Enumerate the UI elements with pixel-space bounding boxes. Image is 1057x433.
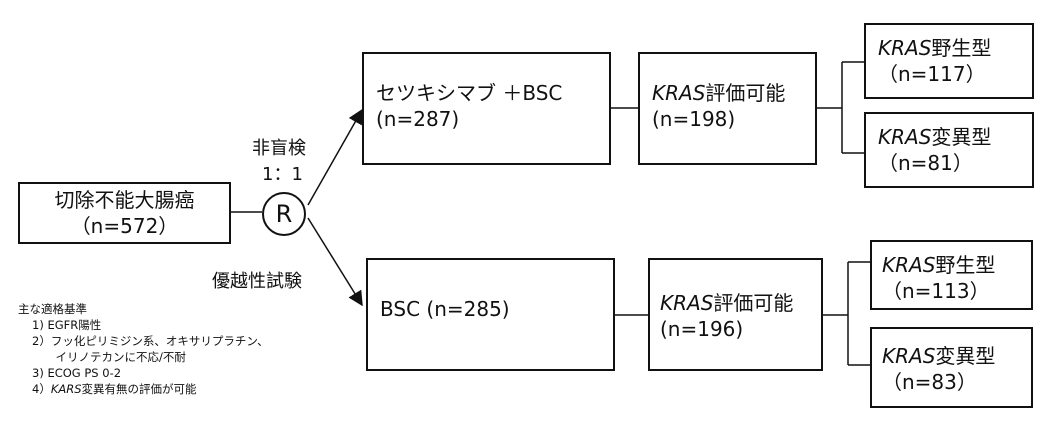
arrow-to-cetuximab-arm: [307, 108, 363, 206]
population-label: 切除不能大腸癌: [54, 188, 195, 212]
cetuximab-wild-box: KRAS野生型 （n=117）: [864, 23, 1034, 99]
criteria-item: 3) ECOG PS 0-2: [32, 366, 122, 380]
trial-type-label: 優越性試験: [212, 271, 302, 292]
ratio-label: 1：1: [262, 164, 303, 185]
cetuximab-arm-box: セツキシマブ ＋BSC (n=287): [362, 52, 611, 165]
gene-name: KRAS: [882, 253, 936, 277]
mutant-n: （n=81）: [878, 151, 973, 175]
criteria-item: 2）フッ化ピリミジン系、オキサリプラチン、: [32, 334, 269, 348]
wild-label: 野生型: [935, 253, 996, 277]
design-label: 非盲検: [252, 138, 306, 159]
criteria-item: 4）KARS変異有無の評価が可能: [18, 381, 269, 397]
evaluable-n: (n=198): [652, 107, 736, 131]
bsc-wild-box: KRAS野生型 （n=113）: [870, 240, 1033, 310]
mutant-n: （n=83）: [882, 370, 977, 394]
cetuximab-mutant-box: KRAS変異型 （n=81）: [864, 112, 1034, 188]
randomization-symbol: R: [275, 200, 293, 228]
wild-label: 野生型: [931, 36, 992, 60]
bsc-arm-box: BSC (n=285): [366, 258, 615, 371]
cetuximab-evaluable-box: KRAS評価可能 (n=198): [638, 52, 817, 165]
arrow-to-bsc-arm: [307, 217, 363, 307]
gene-name: KRAS: [652, 81, 706, 105]
mutant-label: 変異型: [931, 125, 992, 149]
gene-name: KRAS: [878, 36, 932, 60]
mutant-label: 変異型: [935, 344, 996, 368]
criteria-item4-gene: KARS: [50, 382, 82, 396]
population-n: （n=572）: [70, 214, 179, 238]
wild-n: （n=113）: [882, 279, 990, 303]
criteria-item: 1) EGFR陽性: [32, 318, 102, 332]
eligibility-criteria: 主な適格基準 1) EGFR陽性 2）フッ化ピリミジン系、オキサリプラチン、 イ…: [18, 301, 269, 397]
evaluable-label: 評価可能: [713, 291, 794, 315]
bsc-evaluable-box: KRAS評価可能 (n=196): [648, 258, 823, 371]
cetuximab-arm-n: (n=287): [376, 107, 460, 131]
gene-name: KRAS: [878, 125, 932, 149]
evaluable-label: 評価可能: [705, 81, 786, 105]
evaluable-n: (n=196): [660, 317, 744, 341]
criteria-item: イリノテカンに不応/不耐: [44, 350, 186, 364]
wild-n: （n=117）: [878, 62, 986, 86]
cetuximab-arm-label: セツキシマブ ＋BSC: [376, 81, 563, 105]
gene-name: KRAS: [882, 344, 936, 368]
randomization-circle: R: [262, 192, 306, 236]
population-box: 切除不能大腸癌 （n=572）: [18, 182, 231, 244]
bsc-mutant-box: KRAS変異型 （n=83）: [870, 327, 1033, 408]
criteria-item4-rest: 変異有無の評価が可能: [81, 382, 197, 396]
criteria-item4-prefix: 4）: [32, 382, 51, 396]
gene-name: KRAS: [660, 291, 714, 315]
bsc-arm-label: BSC (n=285): [380, 297, 510, 321]
criteria-title: 主な適格基準: [18, 302, 87, 316]
